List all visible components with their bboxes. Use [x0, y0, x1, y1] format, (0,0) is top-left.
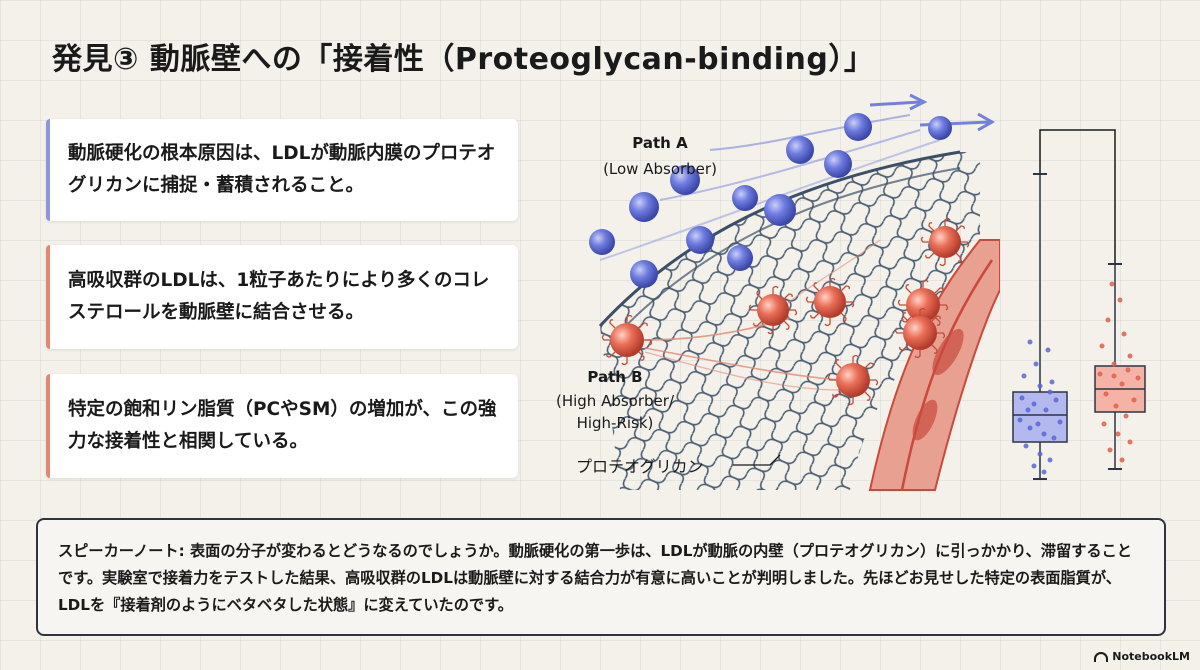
page-title: 発見③ 動脈壁への「接着性（Proteoglycan-binding）」 — [52, 42, 875, 77]
speaker-note-body: 表面の分子が変わるとどうなるのでしょうか。動脈硬化の第一歩は、LDLが動脈の内壁… — [58, 542, 1132, 614]
path-a-subtitle: (Low Absorber) — [603, 160, 717, 178]
path-b-subtitle-2: High-Risk) — [577, 414, 654, 432]
ldl-particles-high-absorber — [601, 217, 970, 406]
finding-card-1: 動脈硬化の根本原因は、LDLが動脈内膜のプロテオグリカンに捕捉・蓄積されること。 — [46, 119, 518, 221]
speaker-note: スピーカーノート: 表面の分子が変わるとどうなるのでしょうか。動脈硬化の第一歩は… — [36, 518, 1166, 636]
proteoglycan-mesh — [600, 152, 980, 490]
path-b-title: Path B — [587, 368, 642, 386]
speaker-note-lead: スピーカーノート: — [58, 542, 185, 560]
finding-card-text: 高吸収群のLDLは、1粒子あたりにより多くのコレステロールを動脈壁に結合させる。 — [68, 270, 490, 323]
finding-card-3: 特定の飽和リン脂質（PCやSM）の増加が、この強力な接着性と相関している。 — [46, 374, 518, 478]
ldl-binding-diagram: Path A (Low Absorber) Path B (High Absor… — [556, 93, 1000, 491]
path-b-subtitle: (High Absorber/ — [556, 392, 675, 410]
card-accent-bar — [46, 119, 50, 221]
card-accent-bar — [46, 245, 50, 349]
notebooklm-icon — [1094, 651, 1109, 662]
ldl-particles-low-absorber — [589, 113, 952, 288]
brand-name: NotebookLM — [1112, 650, 1190, 663]
finding-card-text: 特定の飽和リン脂質（PCやSM）の増加が、この強力な接着性と相関している。 — [68, 399, 497, 452]
card-accent-bar — [46, 374, 50, 478]
box-plot-high-absorber — [1094, 263, 1146, 470]
path-a-title: Path A — [632, 134, 688, 152]
finding-card-2: 高吸収群のLDLは、1粒子あたりにより多くのコレステロールを動脈壁に結合させる。 — [46, 245, 518, 349]
box-plot-comparison — [1012, 129, 1146, 480]
proteoglycan-label: プロテオグリカン — [576, 457, 704, 476]
brand-logo: NotebookLM — [1094, 650, 1190, 663]
box-plot-low-absorber — [1012, 173, 1068, 480]
finding-card-text: 動脈硬化の根本原因は、LDLが動脈内膜のプロテオグリカンに捕捉・蓄積されること。 — [68, 143, 496, 196]
